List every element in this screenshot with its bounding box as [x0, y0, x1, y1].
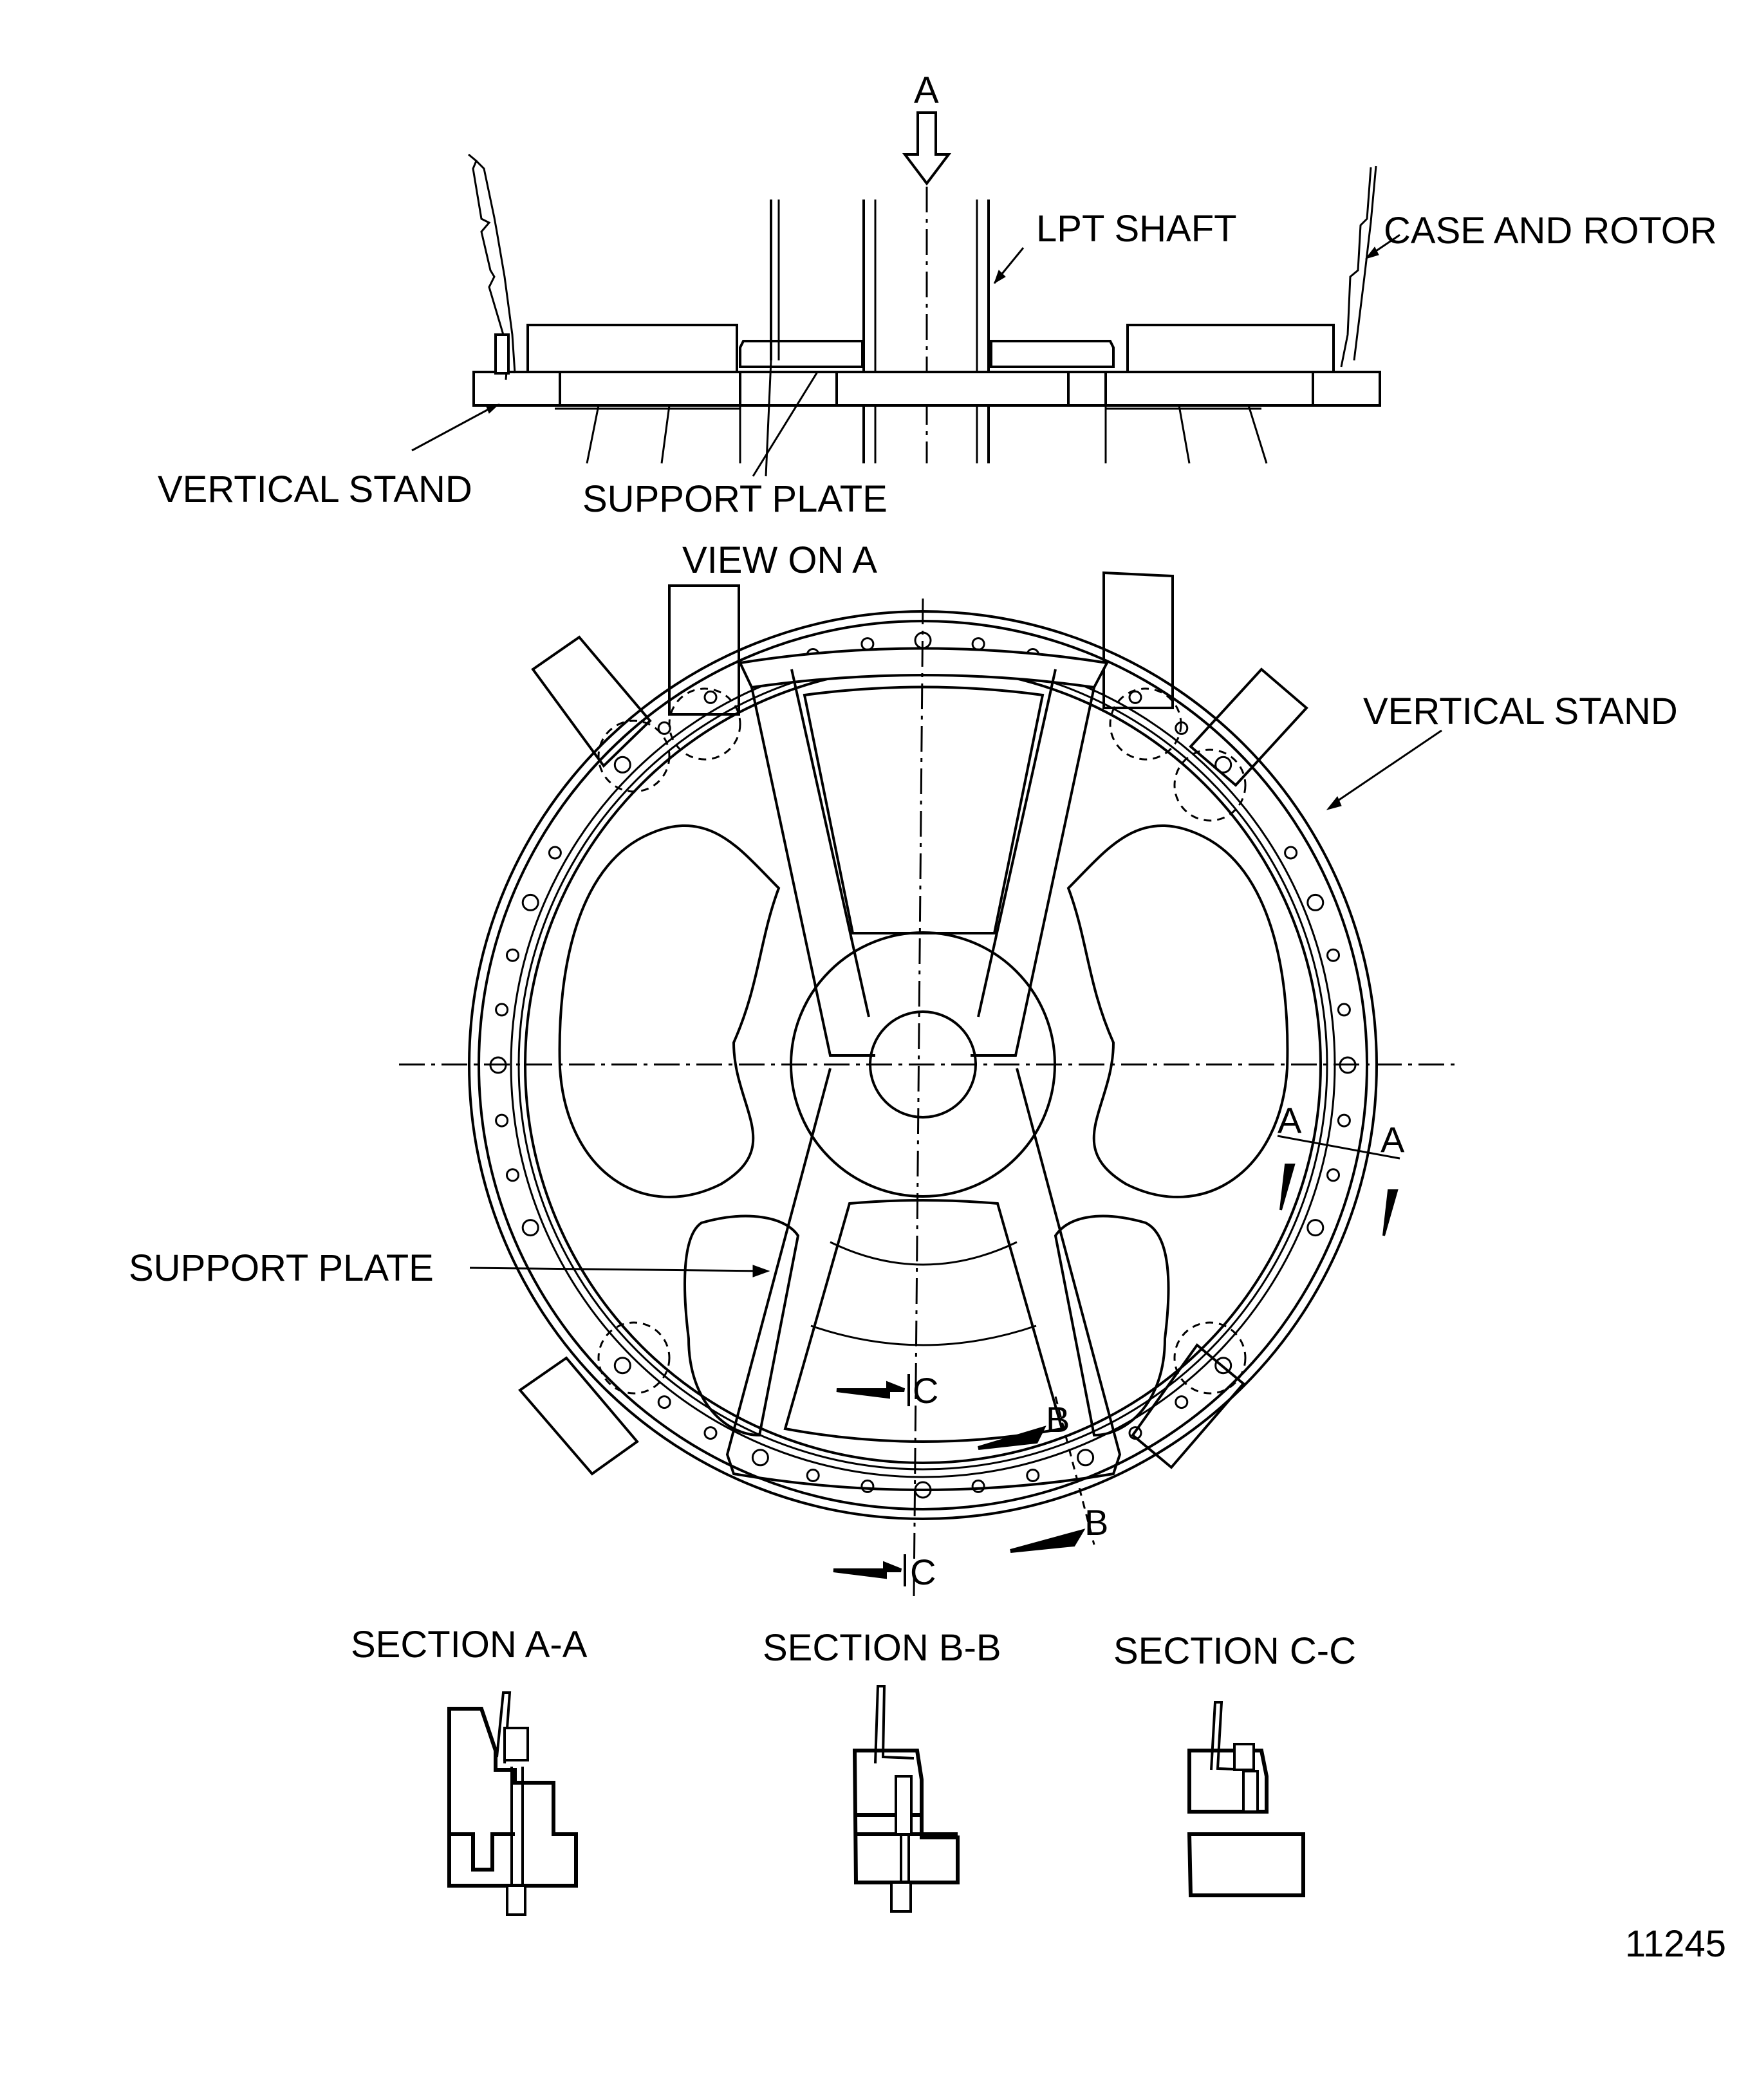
- case-and-rotor-label: CASE AND ROTOR: [1384, 210, 1717, 252]
- lpt-shaft: [770, 187, 990, 463]
- section-markers: A A B B C C: [833, 1100, 1405, 1592]
- ring-bolt-holes: [489, 631, 1357, 1499]
- bolt-hole: [971, 1479, 985, 1493]
- support-plate-label-plan: SUPPORT PLATE: [129, 1247, 434, 1289]
- bolt-hole: [1214, 1357, 1232, 1375]
- bolt-hole: [495, 1003, 509, 1017]
- vertical-stand-elevation: [472, 324, 1381, 464]
- bolt-hole: [751, 1449, 769, 1467]
- view-arrow-icon: [902, 111, 952, 186]
- bolt-hole: [1306, 1219, 1325, 1237]
- view-on-a-title: VIEW ON A: [682, 539, 877, 581]
- support-plate-frame: [725, 647, 1122, 1491]
- bolt-hole: [495, 1113, 509, 1128]
- section-c-c-drawing: [1187, 1701, 1305, 1897]
- section-b-b-drawing: [852, 1685, 960, 1913]
- section-a-a-title: SECTION A-A: [351, 1624, 588, 1666]
- bolt-hole: [1326, 948, 1340, 962]
- section-c-marker-outer: C: [910, 1552, 936, 1592]
- bolt-hole: [521, 893, 539, 911]
- bolt-hole: [703, 1426, 718, 1440]
- bolt-hole: [613, 756, 631, 774]
- bolt-hole: [1128, 1426, 1142, 1440]
- lpt-shaft-label: LPT SHAFT: [1036, 208, 1237, 250]
- section-a-a-drawing: [447, 1691, 578, 1916]
- bolt-hole: [521, 1219, 539, 1237]
- figure-number: 11245: [1625, 1923, 1726, 1965]
- bolt-hole: [1026, 1469, 1040, 1482]
- bolt-hole: [703, 690, 718, 704]
- section-a-marker-inner: A: [1278, 1100, 1302, 1140]
- bolt-hole: [860, 1479, 875, 1493]
- section-b-marker-outer: B: [1084, 1502, 1108, 1543]
- bolt-hole: [548, 846, 562, 860]
- support-plate-label-top: SUPPORT PLATE: [582, 478, 888, 520]
- bolt-hole: [1077, 1449, 1095, 1467]
- elevation-view: A: [158, 70, 1717, 520]
- bolt-hole: [1128, 690, 1142, 704]
- bolt-hole: [506, 948, 519, 962]
- bolt-hole: [1214, 756, 1232, 774]
- bolt-hole: [1337, 1113, 1351, 1128]
- bolt-hole: [1284, 846, 1298, 860]
- bolt-hole: [1175, 1395, 1189, 1409]
- bolt-hole: [1337, 1003, 1351, 1017]
- bolt-hole: [806, 1469, 820, 1482]
- bolt-hole: [1326, 1168, 1340, 1182]
- section-c-c-title: SECTION C-C: [1113, 1630, 1356, 1672]
- section-b-b-title: SECTION B-B: [763, 1627, 1001, 1669]
- section-details: SECTION A-A SECTION B-B SECTION C-C: [351, 1624, 1356, 1916]
- view-arrow-label: A: [914, 70, 939, 111]
- bolt-hole: [506, 1168, 519, 1182]
- vertical-stand-label-plan: VERTICAL STAND: [1363, 691, 1678, 732]
- section-c-marker-inner: C: [913, 1370, 938, 1411]
- section-a-marker-outer: A: [1380, 1119, 1405, 1160]
- bolt-hole: [971, 637, 985, 651]
- plan-view: VIEW ON A: [129, 539, 1678, 1597]
- bolt-hole: [1306, 893, 1325, 911]
- bolt-hole: [860, 637, 875, 651]
- section-b-marker-inner: B: [1046, 1399, 1070, 1440]
- bolt-hole: [613, 1357, 631, 1375]
- bolt-hole: [657, 721, 671, 735]
- vertical-stand-label-top: VERTICAL STAND: [158, 469, 472, 510]
- case-and-rotor-elevation: [468, 153, 1377, 380]
- bolt-hole: [657, 1395, 671, 1409]
